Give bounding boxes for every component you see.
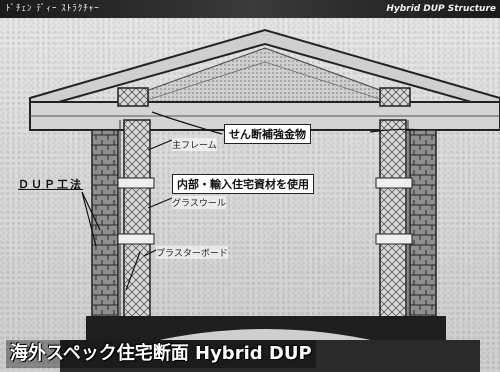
left-wall — [91, 119, 151, 331]
right-wall — [379, 119, 437, 331]
right-top-plate — [379, 87, 411, 107]
label-glass-wool: グラスウール — [172, 196, 226, 209]
caption-title: 海外スペック住宅断面 Hybrid DUP — [6, 340, 316, 368]
header-right-text: Hybrid DUP Structure — [386, 4, 496, 14]
header-bar: ﾄﾞﾁｪﾝ ﾃﾞｨｰ ｽﾄﾗｸﾁｬｰ Hybrid DUP Structure — [0, 0, 500, 18]
left-top-plate — [117, 87, 149, 107]
header-left-text: ﾄﾞﾁｪﾝ ﾃﾞｨｰ ｽﾄﾗｸﾁｬｰ — [6, 4, 100, 14]
leader-lines — [81, 111, 421, 291]
label-main-frame: 主フレーム — [172, 138, 217, 151]
shear-brackets — [117, 177, 413, 245]
foundation — [60, 316, 480, 372]
label-plasterboard: プラスターボード — [156, 246, 228, 259]
label-shear-hardware: せん断補強金物 — [224, 124, 311, 144]
label-dup-method: ＤＵＰ工法 — [18, 178, 83, 191]
label-imported-materials: 内部・輸入住宅資材を使用 — [172, 174, 314, 194]
